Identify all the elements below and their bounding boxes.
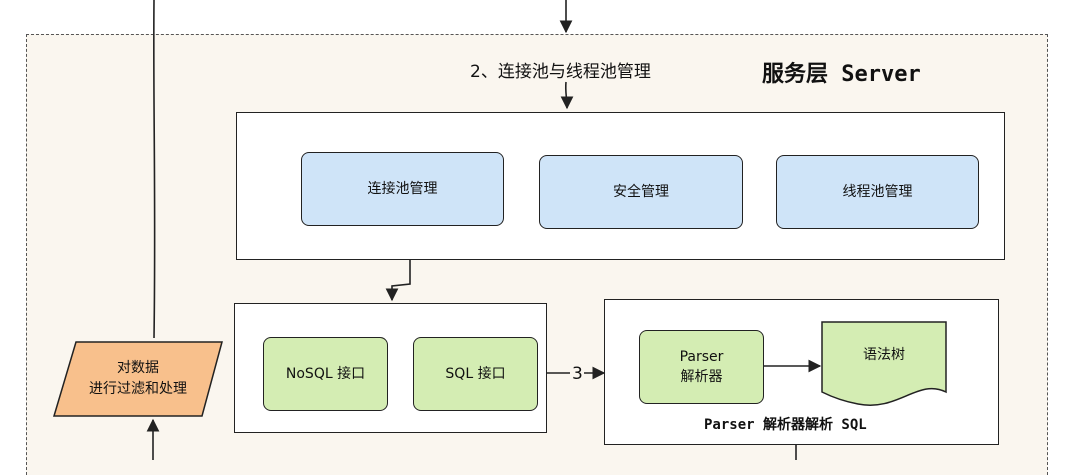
step2-down-arrow xyxy=(560,81,574,110)
syntax-tree-shape xyxy=(821,321,947,406)
step-2-label: 2、连接池与线程池管理 xyxy=(470,62,651,82)
parser-node: Parser 解析器 xyxy=(639,330,764,404)
parser-node-line2: 解析器 xyxy=(680,369,723,385)
connection-pool-node: 连接池管理 xyxy=(301,152,504,226)
syntax-tree-label: 语法树 xyxy=(863,347,905,363)
thread-pool-node: 线程池管理 xyxy=(776,155,979,229)
diagram-connectors xyxy=(52,0,947,460)
data-filter-shape xyxy=(52,341,223,417)
security-management-node: 安全管理 xyxy=(539,155,743,229)
data-filter-line1: 对数据 xyxy=(117,360,159,376)
server-layer-title: 服务层 Server xyxy=(762,62,921,87)
data-filter-line2: 进行过滤和处理 xyxy=(89,381,187,397)
parser-caption: Parser 解析器解析 SQL xyxy=(704,417,867,433)
nosql-interface-node: NoSQL 接口 xyxy=(263,337,388,411)
parser-node-line1: Parser xyxy=(679,349,724,365)
left-flow-line-top xyxy=(152,0,156,339)
step-3-label: 3 xyxy=(572,364,583,384)
sql-interface-node: SQL 接口 xyxy=(413,337,538,411)
connection-to-interface-arrow xyxy=(385,259,411,302)
